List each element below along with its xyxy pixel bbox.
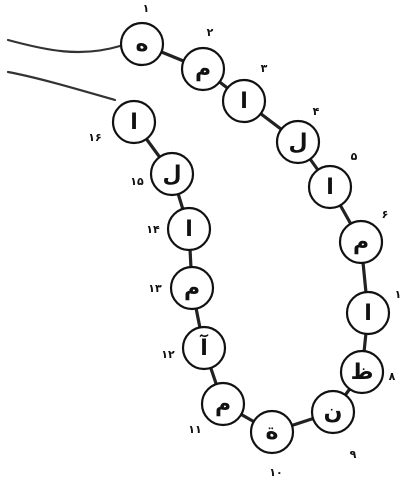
bead-circle [181, 325, 227, 371]
bead-number: ۱۴ [146, 223, 160, 236]
bead-letter: ه [136, 32, 149, 57]
bead-letter: ن [324, 400, 343, 425]
bead: م۶ [338, 208, 389, 265]
strand-lower [6, 70, 117, 102]
bead-letter: ظ [351, 360, 374, 385]
strand-upper [6, 38, 122, 54]
bead: ن۹ [310, 389, 357, 461]
bead-circle [339, 349, 385, 395]
bead: ل۴ [275, 105, 321, 165]
bead-number: ۱۵ [130, 175, 144, 188]
bead-number: ۴ [313, 105, 320, 118]
bead-circle [338, 219, 384, 265]
bead-circle [180, 46, 226, 92]
bead-letter: ا [240, 89, 248, 114]
bead-letter: م [353, 230, 369, 255]
bead: ل ۱۵ [130, 151, 195, 197]
bead-number: ۹ [350, 448, 357, 461]
hanging-strands [6, 38, 122, 102]
bead-number: ۵ [351, 150, 358, 163]
bead-letter: ة [266, 420, 279, 445]
bead-letter: ل [288, 130, 307, 155]
bead: م ۱۳ [148, 265, 215, 311]
bead: م ۱۱ [188, 381, 246, 436]
bead-circle [221, 78, 267, 124]
bead-circle [166, 206, 212, 252]
bead: ا۵ [307, 150, 358, 210]
bead-number: ۱۲ [161, 348, 175, 361]
bead-letter: م [215, 392, 231, 417]
bead: م۲ [180, 26, 226, 92]
bead-circle [119, 21, 165, 67]
bead-letter: ا [130, 110, 138, 135]
bead: ا۳ [221, 62, 268, 124]
bead-letter: ا [185, 217, 193, 242]
bead: آ ۱۲ [161, 325, 227, 371]
bead-number: ۱۱ [188, 423, 201, 436]
bead: ا ۱۴ [146, 206, 212, 252]
bead-letter: م [184, 276, 200, 301]
bead-circle [111, 99, 157, 145]
bead: ة ۱۰ [249, 409, 295, 479]
bead-letter: ل [162, 162, 181, 187]
bead-number: ۲ [207, 26, 214, 39]
bead: ه۱ [119, 2, 165, 67]
bead-number: ۱۶ [88, 131, 101, 144]
bead-number: ۸ [389, 370, 396, 383]
bead-number: ۶ [382, 208, 389, 221]
bead-circle [345, 290, 391, 336]
bead-circle [200, 381, 246, 427]
bead-number: ۱ [395, 288, 402, 301]
bead-circle [149, 151, 195, 197]
bead: ا ۱۶ [88, 99, 157, 145]
bead-circle [310, 389, 356, 435]
bead-number: ۱ [143, 2, 150, 15]
bead-circle [169, 265, 215, 311]
bead-number: ۳ [261, 62, 268, 75]
bead-circle [249, 409, 295, 455]
bead-number: ۱۳ [148, 282, 162, 295]
bead-letter: آ [199, 333, 208, 361]
bead-number: ۱۰ [269, 466, 282, 479]
bead-letter: م [195, 57, 211, 82]
bead-circle [275, 119, 321, 165]
bead-circle [307, 164, 353, 210]
bead-letter: ا [364, 301, 372, 326]
bead-letter: ا [326, 175, 334, 200]
bead: ا۱ [345, 288, 402, 336]
